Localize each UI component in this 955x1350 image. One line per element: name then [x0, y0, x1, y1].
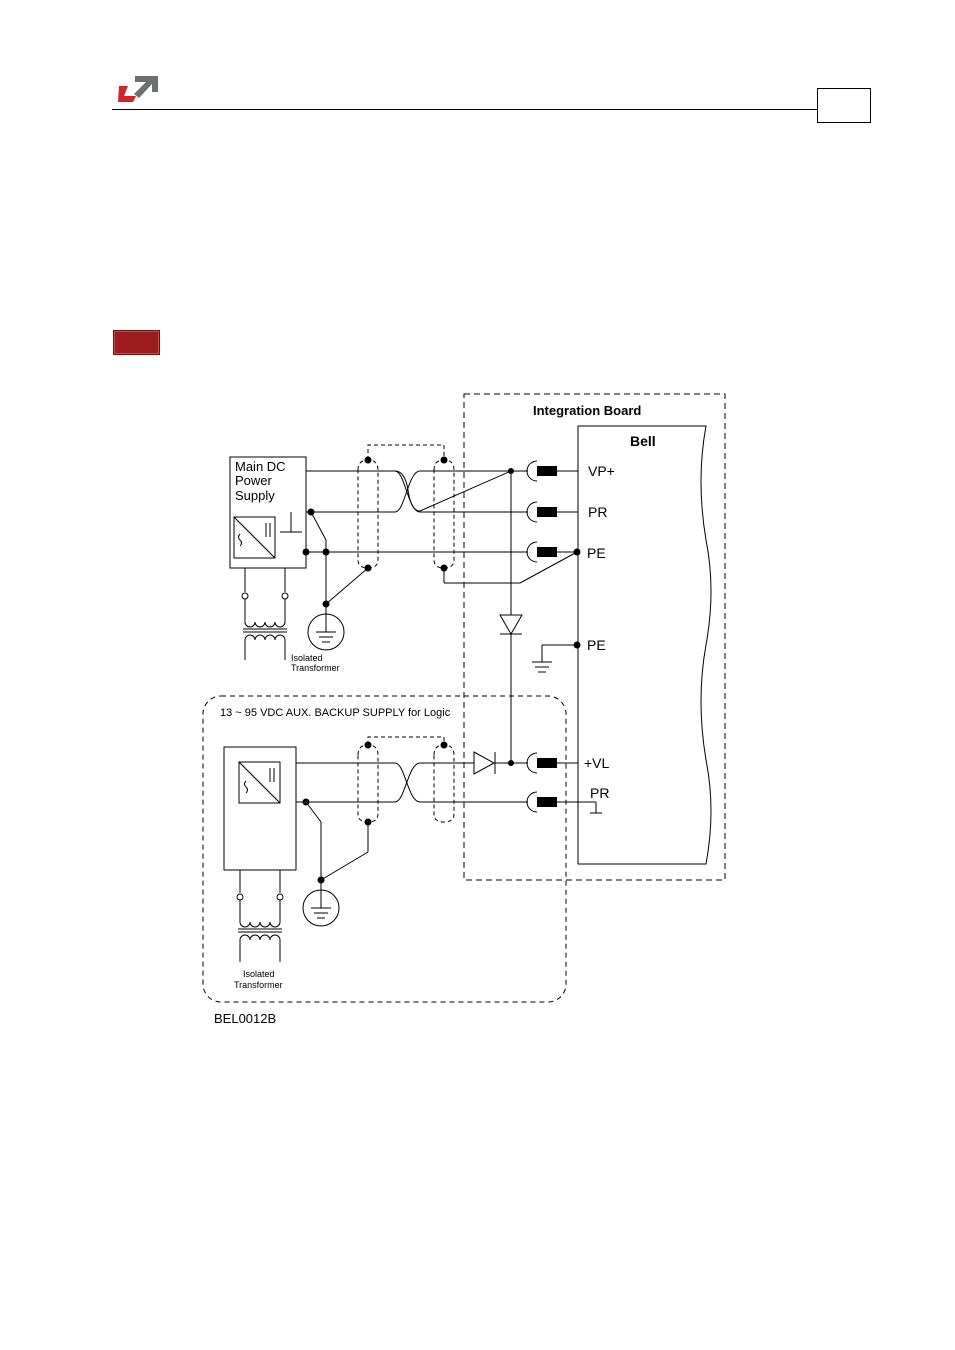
aux-transformer-label-line2: Transformer	[234, 980, 283, 990]
aux-cable-shield-right	[434, 745, 454, 822]
pin-pr-2	[537, 797, 557, 807]
pin-label-pe-2: PE	[587, 637, 606, 653]
pin-vl-plus	[537, 758, 557, 768]
aux-transformer-label-line1: Isolated	[243, 969, 275, 979]
pin-label-pr-2: PR	[590, 785, 609, 801]
wire-vp-plus	[306, 471, 528, 511]
main-supply-label-line3: Supply	[235, 488, 275, 503]
pin-label-pe-1: PE	[587, 545, 606, 561]
aux-cable-shield-left	[358, 745, 378, 822]
figure-code: BEL0012B	[214, 1011, 276, 1026]
aux-supply-box	[224, 747, 296, 870]
pin-vp-plus	[537, 466, 557, 476]
aux-supply-boundary	[203, 696, 566, 1002]
main-transformer-label-line1: Isolated	[291, 653, 323, 663]
bell-label: Bell	[630, 433, 656, 449]
pin-label-vl-plus: +VL	[584, 755, 610, 771]
main-supply-label-line2: Power	[235, 473, 273, 488]
integration-board-label: Integration Board	[533, 403, 641, 418]
main-transformer-label-line2: Transformer	[291, 663, 340, 673]
pin-pr-1	[537, 507, 557, 517]
pin-label-vp-plus: VP+	[588, 463, 615, 479]
main-supply-label-line1: Main DC	[235, 459, 286, 474]
pin-label-pr-1: PR	[588, 504, 607, 520]
aux-supply-label: 13 ~ 95 VDC AUX. BACKUP SUPPLY for Logic	[220, 707, 451, 719]
pin-pe-1	[537, 547, 557, 557]
